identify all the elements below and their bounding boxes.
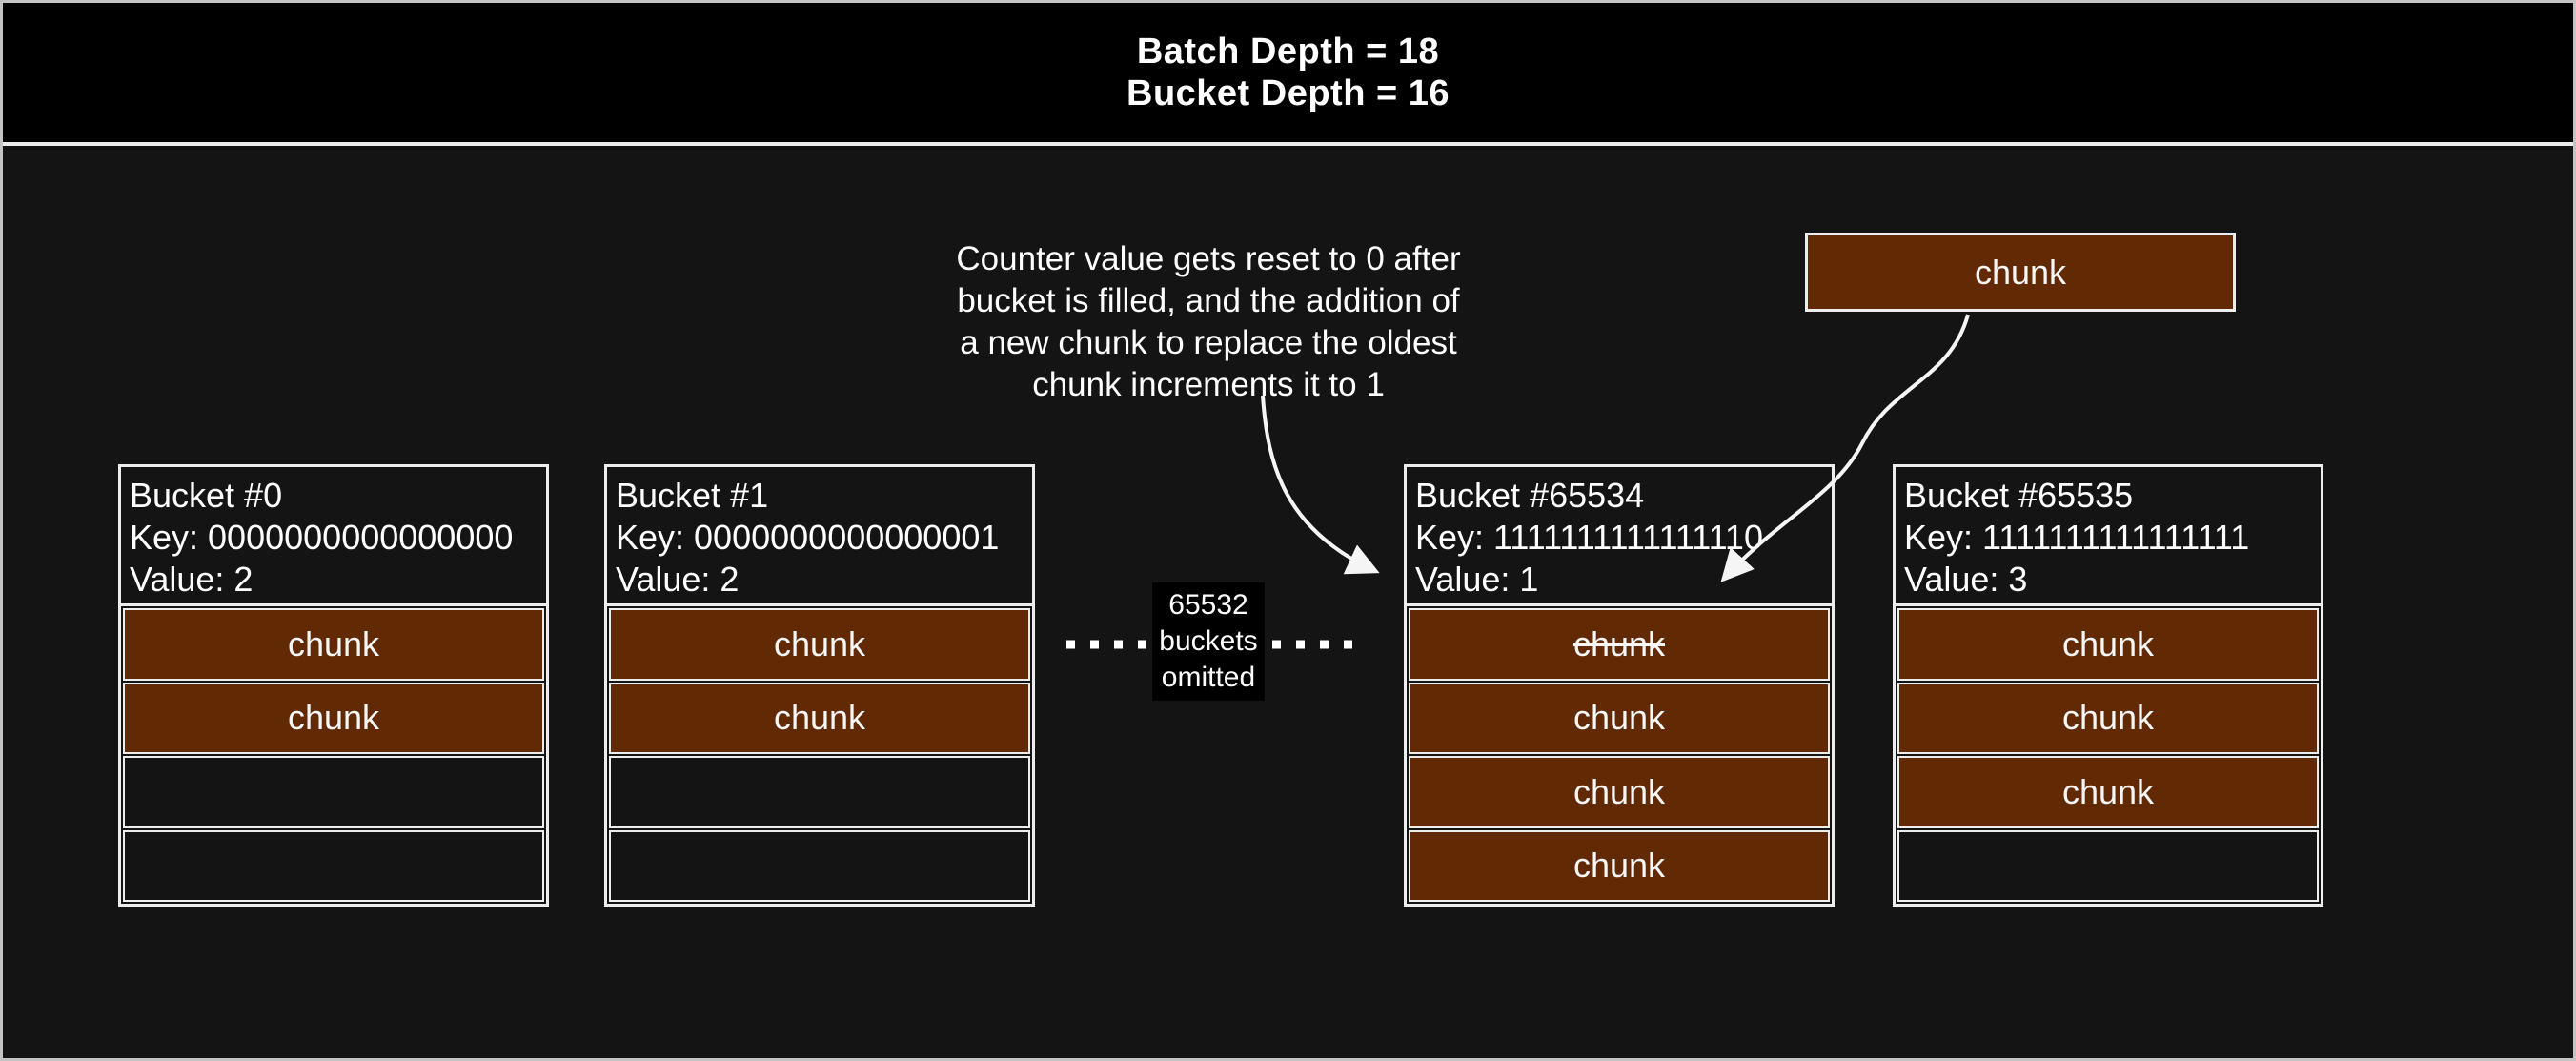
empty-slot bbox=[609, 756, 1030, 828]
bucket-65535: Bucket #65535 Key: 1111111111111111 Valu… bbox=[1893, 464, 2323, 907]
bucket-title: Bucket #1 bbox=[616, 476, 769, 515]
oldest-chunk-slot: chunk bbox=[1409, 608, 1830, 681]
annotation-line: Counter value gets reset to 0 after bbox=[956, 240, 1461, 277]
chunk-slot: chunk bbox=[1409, 829, 1830, 902]
bucket-key: Key: 1111111111111110 bbox=[1415, 518, 1763, 557]
bucket-1: Bucket #1 Key: 0000000000000001 Value: 2… bbox=[604, 464, 1035, 907]
title-bucket-depth: Bucket Depth = 16 bbox=[1126, 73, 1450, 113]
bucket-value: Value: 3 bbox=[1904, 560, 2028, 599]
bucket-65535-header: Bucket #65535 Key: 1111111111111111 Valu… bbox=[1896, 467, 2321, 606]
empty-slot bbox=[609, 829, 1030, 902]
empty-slot bbox=[1897, 829, 2319, 902]
bucket-value: Value: 2 bbox=[130, 560, 254, 599]
bucket-title: Bucket #65535 bbox=[1904, 476, 2134, 515]
omitted-count: 65532 bbox=[1168, 589, 1248, 621]
bucket-1-header: Bucket #1 Key: 0000000000000001 Value: 2 bbox=[607, 467, 1032, 606]
omitted-word-buckets: buckets bbox=[1159, 625, 1258, 657]
empty-slot bbox=[123, 829, 544, 902]
chunk-slot: chunk bbox=[1409, 682, 1830, 754]
bucket-65534-header: Bucket #65534 Key: 1111111111111110 Valu… bbox=[1407, 467, 1832, 606]
title-batch-depth: Batch Depth = 18 bbox=[1136, 31, 1440, 71]
bucket-title: Bucket #65534 bbox=[1415, 476, 1645, 515]
annotation-line: chunk increments it to 1 bbox=[1032, 366, 1385, 403]
chunk-slot: chunk bbox=[123, 682, 544, 754]
omitted-buckets-label: 65532 buckets omitted bbox=[1152, 582, 1265, 701]
bucket-0: Bucket #0 Key: 0000000000000000 Value: 2… bbox=[118, 464, 549, 907]
bucket-value: Value: 1 bbox=[1415, 560, 1539, 599]
bucket-value: Value: 2 bbox=[616, 560, 740, 599]
annotation-line: bucket is filled, and the addition of bbox=[957, 282, 1460, 319]
bucket-key: Key: 1111111111111111 bbox=[1904, 518, 2250, 557]
chunk-slot: chunk bbox=[1897, 608, 2319, 681]
annotation-line: a new chunk to replace the oldest bbox=[960, 324, 1457, 361]
chunk-slot: chunk bbox=[123, 608, 544, 681]
new-chunk-label: chunk bbox=[1974, 252, 2067, 292]
bucket-0-header: Bucket #0 Key: 0000000000000000 Value: 2 bbox=[121, 467, 546, 606]
bucket-key: Key: 0000000000000001 bbox=[616, 518, 1000, 557]
chunk-slot: chunk bbox=[1897, 682, 2319, 754]
bucket-key: Key: 0000000000000000 bbox=[130, 518, 514, 557]
chunk-slot: chunk bbox=[1897, 756, 2319, 828]
bucket-65535-rows: chunk chunk chunk bbox=[1896, 606, 2321, 904]
bucket-title: Bucket #0 bbox=[130, 476, 283, 515]
chunk-slot: chunk bbox=[609, 682, 1030, 754]
bucket-65534-rows: chunk chunk chunk chunk bbox=[1407, 606, 1832, 904]
title-band: Batch Depth = 18 Bucket Depth = 16 bbox=[3, 3, 2573, 146]
new-chunk-box: chunk bbox=[1805, 233, 2236, 312]
bucket-0-rows: chunk chunk bbox=[121, 606, 546, 904]
omitted-word-omitted: omitted bbox=[1161, 662, 1256, 693]
chunk-slot: chunk bbox=[609, 608, 1030, 681]
chunk-slot: chunk bbox=[1409, 756, 1830, 828]
annotation-arrow bbox=[1261, 395, 1380, 575]
bucket-1-rows: chunk chunk bbox=[607, 606, 1032, 904]
bucket-65534: Bucket #65534 Key: 1111111111111110 Valu… bbox=[1404, 464, 1835, 907]
annotation-note: Counter value gets reset to 0 after buck… bbox=[913, 238, 1504, 406]
empty-slot bbox=[123, 756, 544, 828]
